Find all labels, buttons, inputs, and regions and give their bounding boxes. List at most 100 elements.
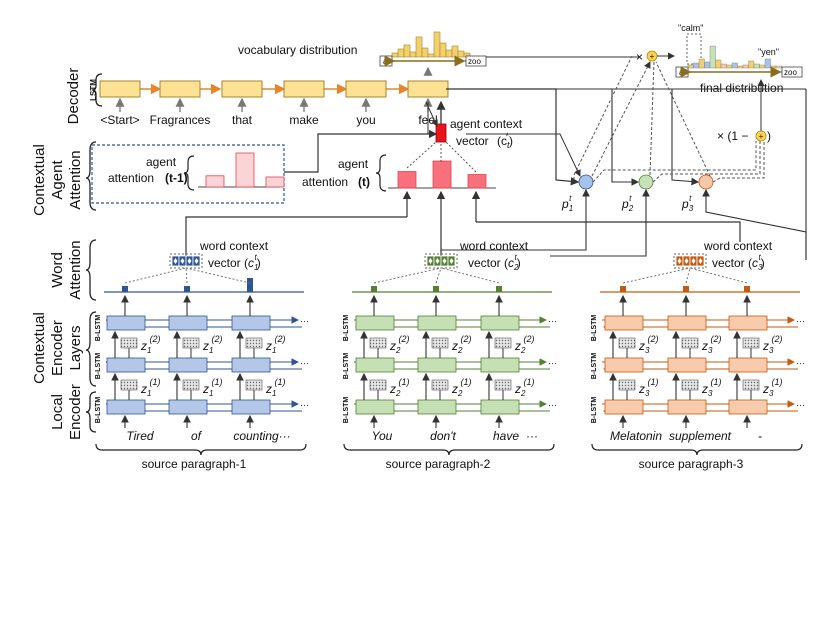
encoder-cell bbox=[417, 315, 457, 331]
decoder-word: make bbox=[289, 113, 319, 127]
encoder-cell bbox=[106, 315, 146, 331]
encoder-cell bbox=[480, 357, 520, 373]
decoder-cell bbox=[99, 80, 141, 98]
latent-z2 bbox=[245, 337, 263, 349]
decoder-word: you bbox=[356, 113, 375, 127]
vocab-bar bbox=[415, 36, 423, 58]
label-contextual-encoder-3: Layers bbox=[67, 325, 84, 370]
final-bar bbox=[698, 58, 705, 69]
yen-label: "yen" bbox=[758, 47, 779, 57]
z1-label: z3(1) bbox=[701, 377, 721, 398]
attention-dash bbox=[440, 267, 500, 284]
decoder-cell bbox=[221, 80, 263, 98]
encoder-cell bbox=[667, 357, 707, 373]
label-contextual-encoder-1: Contextual bbox=[31, 312, 48, 384]
latent-z1 bbox=[742, 379, 760, 391]
final-bar bbox=[748, 60, 755, 69]
label-contextual-encoder-2: Encoder bbox=[49, 320, 66, 376]
encoder-cell bbox=[231, 315, 271, 331]
context-diamond bbox=[684, 258, 689, 264]
brace-word-attention bbox=[85, 239, 97, 301]
context-diamond bbox=[187, 258, 192, 264]
agent-attention-cur: agent attention (t) bbox=[302, 154, 496, 192]
latent-z2 bbox=[681, 337, 699, 349]
encoder-cell bbox=[417, 357, 457, 373]
word-attention-bar bbox=[620, 286, 626, 292]
encoder-cell bbox=[106, 399, 146, 415]
context-diamond bbox=[180, 258, 185, 264]
agent-connections bbox=[185, 101, 741, 258]
latent-z1 bbox=[182, 379, 200, 391]
svg-text:+: + bbox=[759, 132, 764, 141]
word-attention-bar bbox=[184, 286, 190, 292]
word-context-vector-label: vector (c3t) bbox=[712, 253, 765, 272]
latent-z2 bbox=[618, 337, 636, 349]
final-bar bbox=[704, 61, 711, 69]
attention-dash bbox=[435, 267, 442, 284]
source-word: don't bbox=[430, 429, 456, 443]
brace-contextual-agent bbox=[85, 141, 97, 211]
attention-bar bbox=[432, 160, 452, 189]
calm-label: "calm" bbox=[678, 23, 703, 33]
blstm-label: B-LSTM bbox=[591, 397, 598, 424]
brace-decoder bbox=[91, 73, 103, 107]
attention-dash bbox=[185, 267, 251, 284]
encoder-ellipsis: ··· bbox=[548, 358, 557, 368]
switch-gates: p1t p2t p3t bbox=[441, 55, 807, 260]
latent-z1 bbox=[681, 379, 699, 391]
attention-dash bbox=[373, 267, 442, 284]
gate-p3 bbox=[698, 174, 714, 190]
source-word: Melatonin bbox=[610, 429, 662, 443]
encoder-ellipsis: ··· bbox=[796, 400, 805, 410]
source-word: supplement bbox=[669, 429, 732, 443]
encoder-cell bbox=[728, 399, 768, 415]
agent-ctx-label-2: vector bbox=[456, 134, 489, 148]
word-context-label: word context bbox=[703, 239, 773, 253]
final-bar bbox=[709, 45, 716, 69]
paragraph-brace bbox=[591, 443, 803, 456]
latent-z2 bbox=[369, 337, 387, 349]
blstm-label: B-LSTM bbox=[343, 315, 350, 342]
context-diamond bbox=[677, 258, 682, 264]
label-word-1: Word bbox=[49, 252, 66, 288]
encoder-cell bbox=[667, 315, 707, 331]
vocab-bar bbox=[439, 42, 447, 58]
blstm-label: B-LSTM bbox=[95, 315, 102, 342]
attention-bar bbox=[467, 174, 487, 189]
attention-dash bbox=[124, 267, 187, 284]
source-word: Tired bbox=[126, 429, 154, 443]
encoder-cell bbox=[231, 399, 271, 415]
encoder-cell bbox=[667, 399, 707, 415]
attention-dash bbox=[622, 267, 691, 284]
gate-label: p1t bbox=[561, 194, 573, 213]
vocab-bar bbox=[421, 47, 429, 58]
z1-label: z3(1) bbox=[762, 377, 782, 398]
paragraph-caption: source paragraph-2 bbox=[386, 457, 491, 471]
decoder-cell bbox=[345, 80, 387, 98]
context-diamond bbox=[435, 258, 440, 264]
final-bar bbox=[720, 63, 727, 69]
z1-label: z2(1) bbox=[514, 377, 534, 398]
source-word: counting··· bbox=[233, 429, 290, 443]
times-sign: × bbox=[636, 50, 643, 64]
encoder-ellipsis: ··· bbox=[300, 400, 309, 410]
gate-label: p3t bbox=[681, 194, 694, 213]
prev-attn-t: (t-1) bbox=[165, 171, 188, 185]
gate-label: p2t bbox=[621, 194, 634, 213]
z2-label: z1(2) bbox=[265, 334, 285, 355]
cur-attn-t: (t) bbox=[358, 175, 370, 189]
source-word: - bbox=[758, 429, 762, 443]
source-word: ··· bbox=[526, 429, 538, 443]
final-bar bbox=[737, 65, 744, 69]
context-diamond bbox=[691, 258, 696, 264]
svg-text:+: + bbox=[650, 52, 655, 61]
svg-text:(ct*): (ct*) bbox=[497, 131, 513, 150]
latent-z2 bbox=[742, 337, 760, 349]
z1-label: z1(1) bbox=[202, 377, 222, 398]
attention-bar bbox=[265, 176, 285, 188]
vocab-bar bbox=[403, 44, 411, 58]
word-attention-bar bbox=[683, 286, 689, 292]
final-bar bbox=[770, 65, 777, 69]
encoder-cell bbox=[604, 399, 644, 415]
